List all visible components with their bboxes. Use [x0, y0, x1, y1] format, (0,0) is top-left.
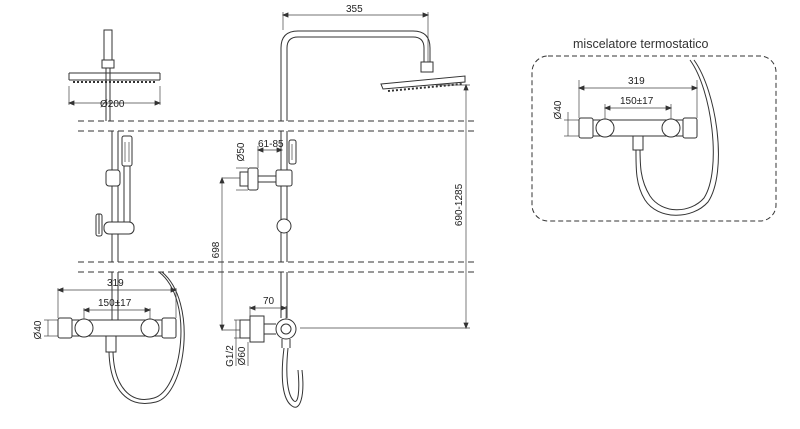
- mixer-detail-panel: miscelatore termostatico 319 150±17 Ø40: [531, 37, 777, 222]
- side-view: 355 Ø50 61-85: [211, 4, 470, 408]
- dim-150-left: 150±17: [98, 298, 132, 309]
- dim-d40-left: Ø40: [33, 320, 44, 339]
- break-lines: [78, 120, 474, 273]
- dim-150-right: 150±17: [620, 96, 654, 107]
- dim-61-85: 61-85: [258, 139, 284, 150]
- dim-319-left: 319: [107, 278, 124, 289]
- front-view: Ø200 319: [33, 29, 185, 404]
- panel-title: miscelatore termostatico: [573, 37, 709, 51]
- dim-d40-right: Ø40: [553, 100, 564, 119]
- dim-d60: Ø60: [237, 346, 248, 365]
- dim-d200: Ø200: [100, 99, 125, 110]
- dim-355: 355: [346, 4, 363, 15]
- dim-70: 70: [263, 296, 275, 307]
- dim-g12: G1/2: [225, 345, 236, 367]
- dim-690-1285: 690-1285: [454, 183, 465, 226]
- dim-d50: Ø50: [236, 142, 247, 161]
- dim-319-right: 319: [628, 76, 645, 87]
- dim-698: 698: [211, 241, 222, 258]
